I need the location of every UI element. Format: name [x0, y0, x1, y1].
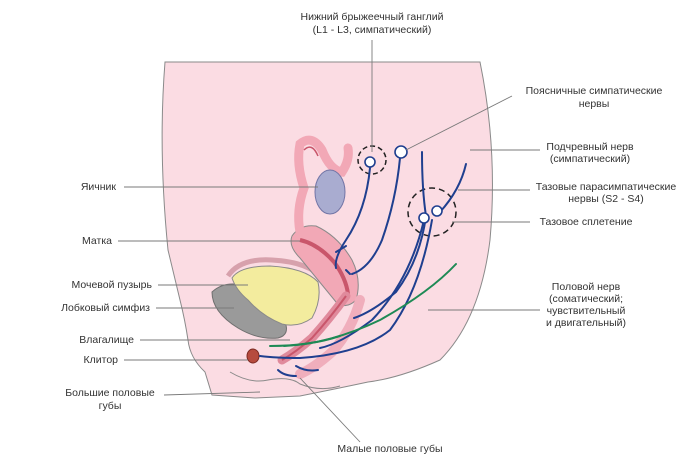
fallopian-tube — [294, 135, 353, 237]
pelvic-plexus-to-vagina — [319, 219, 425, 349]
label-ganglion-2: (L1 - L3, симпатический) — [313, 24, 432, 36]
label-pelvic-para-2: нервы (S2 - S4) — [568, 193, 644, 205]
label-clitoris: Клитор — [84, 354, 119, 366]
label-pudendal-1: Половой нерв — [552, 281, 621, 293]
label-labia-minora: Малые половые губы — [337, 443, 442, 455]
label-lumbar-1: Поясничные симпатические — [526, 85, 663, 97]
label-labia-majora-1: Большие половые — [65, 387, 155, 399]
leader-lumbar — [405, 95, 513, 151]
label-lumbar-2: нервы — [579, 98, 610, 110]
pelvic-para-nerve — [353, 151, 428, 319]
clitoris-shape — [246, 348, 260, 364]
perineum-contour — [229, 371, 341, 390]
fimbriae — [303, 146, 319, 157]
body-silhouette — [161, 61, 493, 399]
plexus-node-1 — [418, 212, 430, 224]
label-pelvic-para-1: Тазовые парасимпатические — [536, 181, 677, 193]
label-labia-majora-2: губы — [99, 400, 122, 412]
leader-labia-minora — [299, 377, 361, 443]
plexus-node-2 — [431, 205, 443, 217]
label-vagina: Влагалище — [79, 334, 134, 346]
label-ganglion-1: Нижний брыжеечный ганглий — [301, 11, 444, 23]
clitoral-nerve — [259, 219, 433, 360]
leader-labia-majora — [163, 391, 261, 396]
label-pelvic-plexus: Тазовое сплетение — [540, 216, 633, 228]
label-uterus: Матка — [82, 235, 112, 247]
label-hypogastric-2: (симпатический) — [550, 153, 630, 165]
bladder-shape — [231, 265, 320, 326]
label-pubic-symphysis: Лобковый симфиз — [61, 302, 150, 314]
ganglion-nerve-branch — [335, 245, 347, 253]
label-ovary: Яичник — [81, 181, 117, 193]
vaginal-canal-inner — [281, 295, 347, 361]
ganglion-nerve — [334, 167, 371, 269]
lumbar-node — [394, 145, 408, 159]
label-pudendal-4: и двигательный) — [546, 317, 626, 329]
label-hypogastric-1: Подчревный нерв — [546, 141, 634, 153]
hypogastric-nerve — [351, 157, 401, 275]
label-pudendal-2: (соматический; — [549, 293, 623, 305]
ovary-shape — [314, 169, 346, 215]
label-pudendal-3: чувствительный — [547, 305, 626, 317]
pelvic-plexus-dashed-circle — [407, 187, 457, 237]
pelvic-para-nerve-upper — [439, 163, 467, 213]
label-bladder: Мочевой пузырь — [72, 279, 153, 291]
labial-nerve — [277, 369, 297, 377]
uterus-cavity — [299, 238, 350, 295]
perineal-nerve — [295, 365, 319, 372]
ganglion-node — [364, 156, 376, 168]
pudendal-nerve-branch — [269, 335, 341, 347]
hypogastric-nerve-branch — [345, 269, 351, 275]
